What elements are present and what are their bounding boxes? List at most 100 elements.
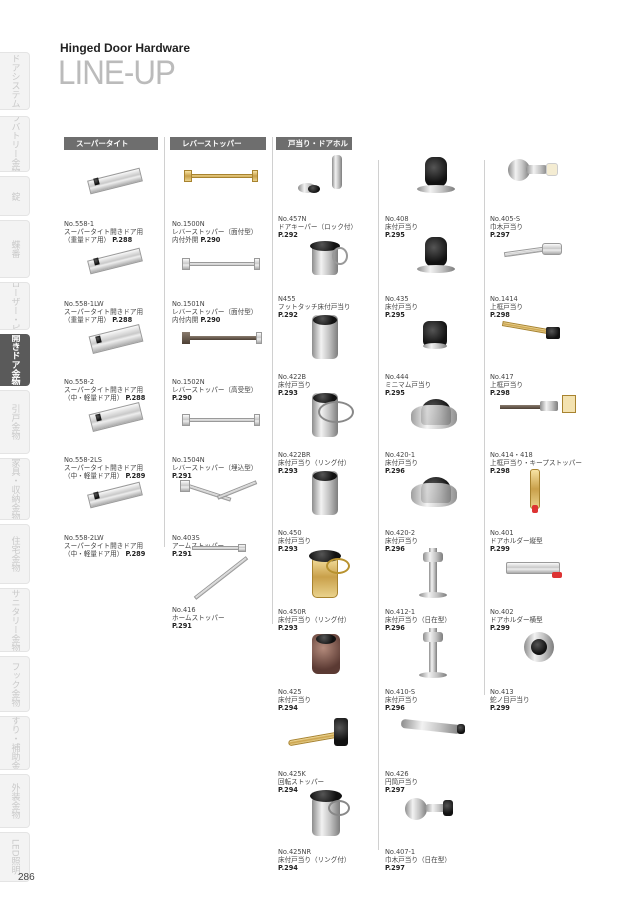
side-tab-label: 手すり・補助金物: [9, 716, 20, 770]
product-image: [64, 240, 164, 300]
product-description: ドアホルダー縦型: [490, 537, 543, 546]
product-page-ref: P.299: [490, 704, 510, 713]
side-tab[interactable]: 住宅金物: [0, 524, 30, 584]
product-number: No.558-2: [64, 378, 95, 386]
page-subtitle: Hinged Door Hardware: [60, 41, 191, 55]
product-description: 巾木戸当り: [490, 223, 523, 232]
product-description: スーパータイト開きドア用: [64, 542, 144, 551]
side-tab[interactable]: ドアクローザー・ピボット: [0, 282, 30, 330]
product-image: [172, 396, 272, 456]
product-image: [490, 391, 590, 451]
product-image: [385, 628, 485, 688]
product-detail-line: （重量ドア用） P.288: [64, 316, 172, 324]
product-number: No.450: [278, 529, 302, 537]
product-page-ref: P.289: [125, 550, 146, 559]
product-page-ref: P.292: [278, 231, 298, 240]
side-tab[interactable]: フック金物: [0, 656, 30, 712]
product-description: 上框戸当り: [490, 381, 523, 390]
product-detail-line: P.297: [385, 864, 493, 872]
side-tab[interactable]: 外装金物: [0, 774, 30, 828]
product-page-ref: P.297: [385, 786, 405, 795]
product-detail-line: P.298: [490, 467, 598, 475]
column-header-door-stop-holder: 戸当り・ドアホルダー: [276, 137, 352, 161]
side-tab[interactable]: LED照明: [0, 832, 30, 882]
product-image: [64, 396, 164, 456]
product-page-ref: P.290: [200, 316, 221, 325]
product-description: スーパータイト開きドア用: [64, 308, 144, 317]
side-tab-label: ラバトリー金物: [9, 116, 20, 172]
product-subtype: （中・軽量ドア用）: [64, 394, 124, 403]
product-detail-line: 内付外開 P.290: [172, 236, 280, 244]
product-page-ref: P.297: [385, 864, 405, 873]
product-page-ref: P.293: [278, 389, 298, 398]
product-detail-line: P.295: [385, 311, 493, 319]
product-number: No.1504N: [172, 456, 205, 464]
side-tab[interactable]: ラバトリー金物: [0, 116, 30, 172]
product-description: 上框戸当り: [490, 303, 523, 312]
column-divider: [272, 137, 273, 624]
product-image: [172, 474, 272, 534]
side-tab[interactable]: 家具・収納金物: [0, 458, 30, 520]
product-number: No.414・418: [490, 451, 533, 459]
column-divider: [484, 160, 485, 695]
product-image: [385, 548, 485, 608]
side-tab[interactable]: 引戸金物: [0, 390, 30, 454]
product-page-ref: P.288: [112, 236, 133, 245]
product-number: No.457N: [278, 215, 307, 223]
product-description: 床付戸当り: [278, 381, 311, 390]
side-tab-label: サニタリー金物: [9, 588, 20, 652]
product-image: [64, 160, 164, 220]
product-page-ref: P.291: [172, 550, 192, 559]
product-detail-line: （中・軽量ドア用） P.289: [64, 472, 172, 480]
product-detail-line: P.291: [172, 550, 280, 558]
side-tab[interactable]: 手すり・補助金物: [0, 716, 30, 770]
product-number: No.413: [490, 688, 514, 696]
side-tab[interactable]: 開きドア金物: [0, 334, 30, 386]
side-tab[interactable]: 錠: [0, 176, 30, 216]
product-number: No.416: [172, 606, 196, 614]
side-tab[interactable]: サニタリー金物: [0, 588, 30, 652]
product-image: [490, 628, 590, 688]
product-number: No.558-1: [64, 220, 95, 228]
side-tab[interactable]: 蝶番: [0, 220, 30, 278]
column-divider: [378, 160, 379, 850]
product-description: 巾木戸当り（日在型）: [385, 856, 451, 865]
side-tab[interactable]: ドアシステム: [0, 52, 30, 110]
side-tab-label: 家具・収納金物: [9, 458, 20, 520]
